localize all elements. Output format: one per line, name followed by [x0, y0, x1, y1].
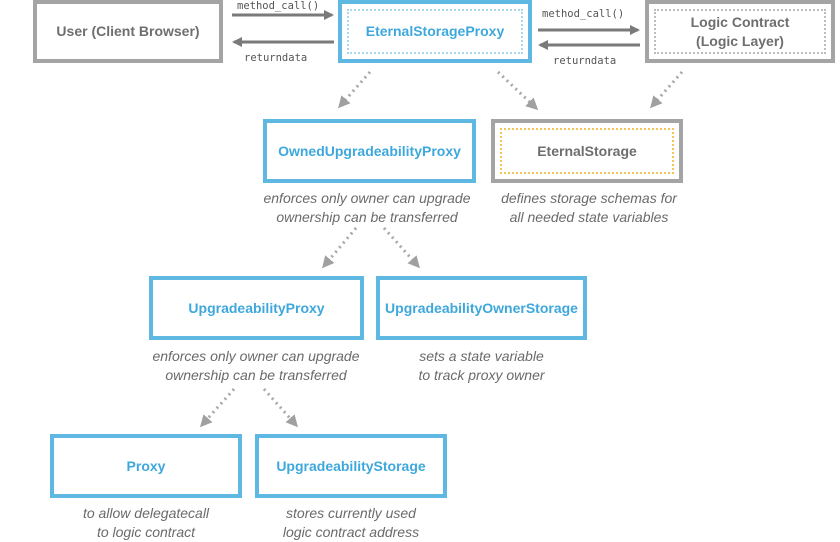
owned-upgradeability-proxy-node: OwnedUpgradeabilityProxy	[263, 119, 476, 183]
eternal-storage-proxy-node: EternalStorageProxy	[338, 0, 532, 63]
node-label: UpgradeabilityOwnerStorage	[385, 299, 578, 316]
inherit-arrow-up-to-us	[262, 388, 298, 428]
eternal-storage-description: defines storage schemas for all needed s…	[484, 189, 694, 227]
node-label: EternalStorage	[537, 142, 637, 159]
description-line: to logic contract	[96, 524, 196, 540]
method-call-label: method_call()	[542, 8, 625, 20]
description-line: stores currently used	[286, 505, 416, 521]
node-label: UpgradeabilityProxy	[188, 299, 325, 316]
upgradeability-proxy-node: UpgradeabilityProxy	[149, 276, 364, 340]
description-line: sets a state variable	[419, 348, 544, 364]
owned-upgradeability-proxy-description: enforces only owner can upgrade ownershi…	[250, 189, 484, 227]
upgradeability-owner-storage-node: UpgradeabilityOwnerStorage	[376, 276, 587, 340]
description-line: all needed state variables	[509, 209, 669, 225]
logic-contract-node: Logic Contract (Logic Layer)	[645, 0, 835, 63]
description-line: ownership can be transferred	[165, 367, 347, 383]
user-client-browser-node: User (Client Browser)	[33, 0, 223, 63]
upgradeability-owner-storage-description: sets a state variable to track proxy own…	[376, 347, 587, 385]
inherit-arrow-esp-to-eternal-storage	[496, 70, 539, 111]
node-label: EternalStorageProxy	[365, 23, 505, 39]
proxy-node: Proxy	[50, 434, 242, 498]
node-label: UpgradeabilityStorage	[276, 457, 426, 474]
description-line: defines storage schemas for	[501, 190, 677, 206]
description-line: to track proxy owner	[418, 367, 545, 383]
description-line: enforces only owner can upgrade	[263, 190, 471, 206]
eternal-storage-node: EternalStorage	[491, 119, 683, 183]
inherit-arrow-esp-to-oup	[338, 71, 372, 109]
description-line: ownership can be transferred	[276, 209, 458, 225]
returndata-label: returndata	[553, 55, 617, 67]
inherit-arrow-oup-to-uos	[382, 226, 421, 269]
inherit-arrow-up-to-proxy	[200, 388, 236, 428]
node-label: OwnedUpgradeabilityProxy	[278, 142, 461, 159]
upgradeability-storage-description: stores currently used logic contract add…	[245, 504, 457, 542]
node-label: User (Client Browser)	[56, 23, 200, 39]
inherit-arrow-logic-to-eternal-storage	[650, 71, 684, 109]
upgradeability-proxy-description: enforces only owner can upgrade ownershi…	[136, 347, 376, 385]
description-line: enforces only owner can upgrade	[152, 348, 360, 364]
proxy-description: to allow delegatecall to logic contract	[40, 504, 252, 542]
upgradeability-storage-node: UpgradeabilityStorage	[255, 434, 447, 498]
description-line: logic contract address	[282, 524, 420, 540]
inherit-arrow-oup-to-up	[322, 227, 358, 269]
node-label: Logic Contract (Logic Layer)	[690, 13, 790, 49]
description-line: to allow delegatecall	[82, 505, 210, 521]
returndata-label: returndata	[244, 52, 308, 64]
node-label: Proxy	[126, 457, 166, 474]
method-call-label: method_call()	[237, 0, 320, 12]
